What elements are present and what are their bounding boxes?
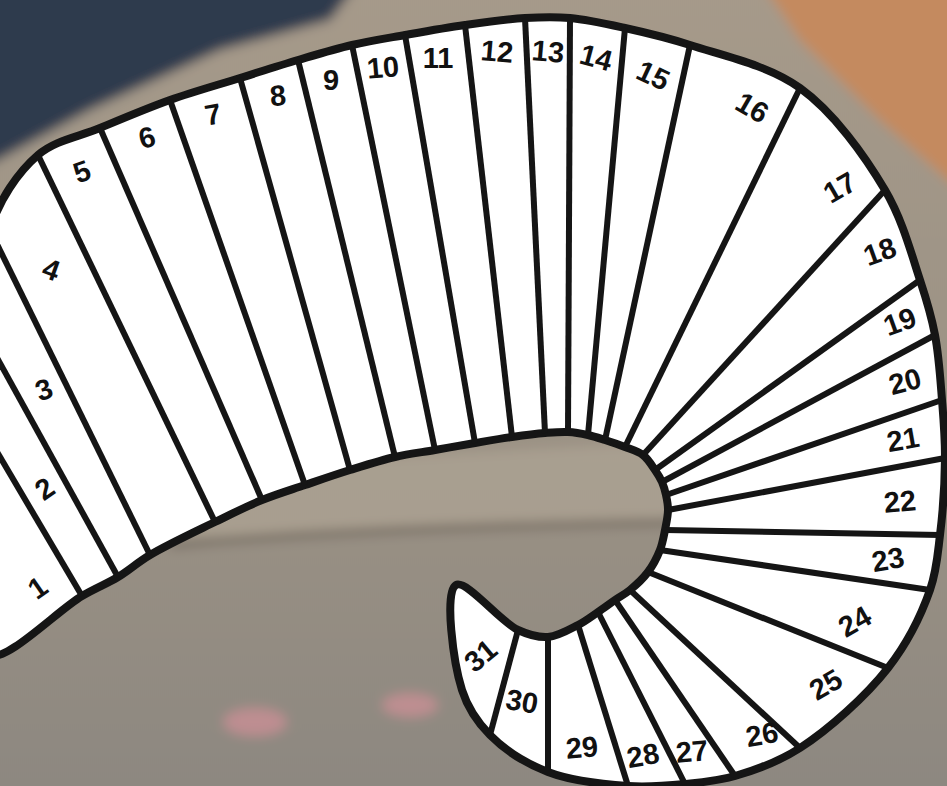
cell-number: 5 xyxy=(69,156,94,189)
cell-divider xyxy=(405,35,475,443)
cell-number: 1 xyxy=(23,571,53,604)
cell-number: 10 xyxy=(366,52,401,84)
cell-divider xyxy=(0,345,118,577)
cell-divider xyxy=(352,45,435,450)
cell-number: 11 xyxy=(423,44,454,73)
cell-divider xyxy=(648,572,888,668)
cell-divider xyxy=(598,612,685,784)
cell-number: 13 xyxy=(531,36,566,68)
cell-number: 17 xyxy=(819,167,861,208)
cell-number: 15 xyxy=(632,56,673,96)
track-outline xyxy=(0,17,945,786)
cell-number: 7 xyxy=(203,99,224,130)
cell-number: 25 xyxy=(805,664,847,705)
cell-divider xyxy=(665,530,940,535)
cell-number: 8 xyxy=(269,81,288,111)
cell-divider xyxy=(100,128,262,500)
cell-number: 12 xyxy=(480,36,515,68)
cell-divider xyxy=(643,190,885,455)
cell-divider xyxy=(525,18,545,433)
cell-number: 20 xyxy=(886,364,925,400)
cell-number: 16 xyxy=(731,87,773,128)
cell-divider xyxy=(655,280,920,470)
cell-divider xyxy=(298,60,395,457)
cell-number: 24 xyxy=(834,601,876,642)
cell-divider xyxy=(545,637,551,772)
crack xyxy=(170,522,680,545)
cell-number: 27 xyxy=(675,736,710,768)
spiral-track xyxy=(0,17,945,786)
cell-divider xyxy=(465,25,512,437)
cell-number: 18 xyxy=(860,233,900,271)
cell-divider xyxy=(666,400,942,495)
cell-number: 6 xyxy=(135,122,158,154)
cell-number: 19 xyxy=(880,303,920,341)
chalk-spot xyxy=(382,693,438,717)
cell-divider xyxy=(170,100,305,485)
cell-number: 3 xyxy=(31,374,56,407)
cell-number: 30 xyxy=(504,685,541,719)
cell-number: 22 xyxy=(883,486,918,518)
cell-divider xyxy=(240,78,350,470)
cell-divider xyxy=(615,600,735,776)
cell-number: 23 xyxy=(870,543,907,577)
cell-number: 26 xyxy=(744,718,781,752)
cell-divider xyxy=(568,18,570,432)
cell-divider xyxy=(605,45,690,440)
chalk-spot xyxy=(223,708,287,736)
cell-number: 14 xyxy=(577,40,616,76)
cell-divider xyxy=(0,440,82,596)
cell-number: 31 xyxy=(459,635,502,678)
cell-number: 4 xyxy=(38,254,63,287)
cell-divider xyxy=(625,88,800,447)
cell-number: 9 xyxy=(323,66,339,95)
cell-divider xyxy=(662,335,935,482)
cell-number: 28 xyxy=(625,739,662,773)
cell-number: 29 xyxy=(565,732,600,764)
cell-number: 21 xyxy=(885,423,922,457)
cell-divider xyxy=(0,230,150,555)
cell-number: 2 xyxy=(30,472,60,505)
